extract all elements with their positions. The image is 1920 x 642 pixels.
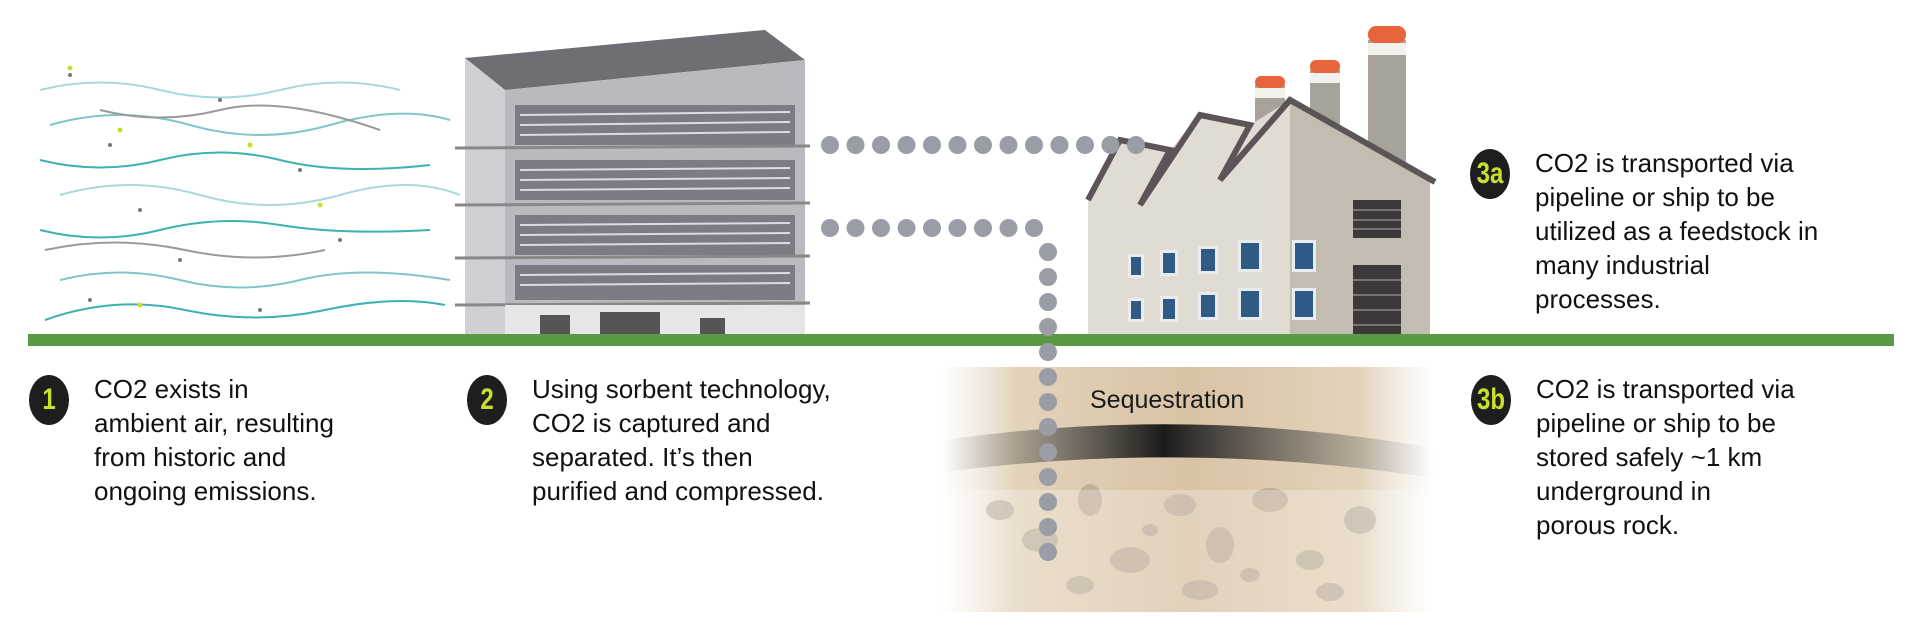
pipeline-dot — [974, 219, 992, 237]
step-badge: 3a — [1470, 149, 1510, 199]
text-line: separated. It’s then — [532, 442, 753, 472]
step-3a: 3a CO2 is transported via pipeline or sh… — [1465, 146, 1818, 316]
pipeline-dot — [948, 219, 967, 237]
pipeline-dot — [1039, 393, 1057, 411]
pipeline-dot — [974, 136, 992, 154]
text-line: CO2 exists in — [94, 374, 249, 404]
pipeline-dot — [872, 219, 890, 237]
pipeline-dot — [1039, 243, 1057, 261]
pipeline-dot — [1039, 268, 1057, 286]
text-line: Using sorbent technology, — [532, 374, 831, 404]
pipeline-dot — [897, 219, 916, 237]
text-line: underground in — [1536, 476, 1711, 506]
step-1: 1 CO2 exists in ambient air, resulting f… — [24, 372, 334, 508]
pipeline-dot — [1025, 219, 1043, 237]
step-description: CO2 exists in ambient air, resulting fro… — [94, 372, 334, 508]
text-line: processes. — [1535, 284, 1661, 314]
text-line: porous rock. — [1536, 510, 1680, 540]
sequestration-label: Sequestration — [1090, 386, 1245, 414]
pipeline-dot — [846, 219, 865, 237]
factory-icon — [1085, 26, 1437, 335]
step-2: 2 Using sorbent technology, CO2 is captu… — [462, 372, 831, 508]
text-line: stored safely ~1 km — [1536, 442, 1763, 472]
text-line: CO2 is captured and — [532, 408, 771, 438]
sequestration-ground-icon — [943, 367, 1433, 612]
pipeline-dot — [923, 219, 941, 237]
pipeline-dot — [1076, 136, 1094, 154]
pipeline-dot — [1039, 543, 1057, 561]
step-badge: 3b — [1471, 375, 1511, 425]
step-3b: 3b CO2 is transported via pipeline or sh… — [1466, 372, 1795, 542]
co2-pipeline-dots — [821, 136, 1145, 561]
pipeline-dot — [872, 136, 890, 154]
pipeline-dot — [1039, 493, 1057, 511]
pipeline-dot — [1127, 136, 1145, 154]
pipeline-dot — [821, 136, 839, 154]
pipeline-dot — [1039, 368, 1057, 386]
text-line: purified and compressed. — [532, 476, 824, 506]
pipeline-dot — [923, 136, 941, 154]
ground-line — [28, 334, 1894, 346]
pipeline-dot — [948, 136, 967, 154]
pipeline-dot — [821, 219, 839, 237]
text-line: CO2 is transported via — [1536, 374, 1795, 404]
pipeline-dot — [1039, 343, 1057, 361]
pipeline-dot — [1039, 418, 1057, 436]
pipeline-dot — [846, 136, 865, 154]
pipeline-dot — [1101, 136, 1120, 154]
pipeline-dot — [1039, 293, 1057, 311]
pipeline-dot — [1039, 443, 1057, 461]
step-badge: 2 — [467, 375, 507, 425]
text-line: ambient air, resulting — [94, 408, 334, 438]
text-line: pipeline or ship to be — [1536, 408, 1776, 438]
pipeline-dot — [1050, 136, 1069, 154]
text-line: from historic and — [94, 442, 287, 472]
text-line: many industrial — [1535, 250, 1710, 280]
step-badge: 1 — [29, 375, 69, 425]
pipeline-dot — [1039, 518, 1057, 536]
pipeline-dot — [1025, 136, 1043, 154]
step-description: CO2 is transported via pipeline or ship … — [1535, 146, 1818, 316]
ambient-air-icon — [39, 65, 461, 321]
step-description: Using sorbent technology, CO2 is capture… — [532, 372, 831, 508]
capture-facility-icon — [454, 30, 811, 335]
pipeline-dot — [1039, 468, 1057, 486]
step-description: CO2 is transported via pipeline or ship … — [1536, 372, 1795, 542]
pipeline-dot — [897, 136, 916, 154]
text-line: CO2 is transported via — [1535, 148, 1794, 178]
text-line: utilized as a feedstock in — [1535, 216, 1819, 246]
pipeline-dot — [1039, 318, 1057, 336]
pipeline-dot — [999, 219, 1018, 237]
pipeline-dot — [999, 136, 1018, 154]
text-line: pipeline or ship to be — [1535, 182, 1775, 212]
text-line: ongoing emissions. — [94, 476, 317, 506]
